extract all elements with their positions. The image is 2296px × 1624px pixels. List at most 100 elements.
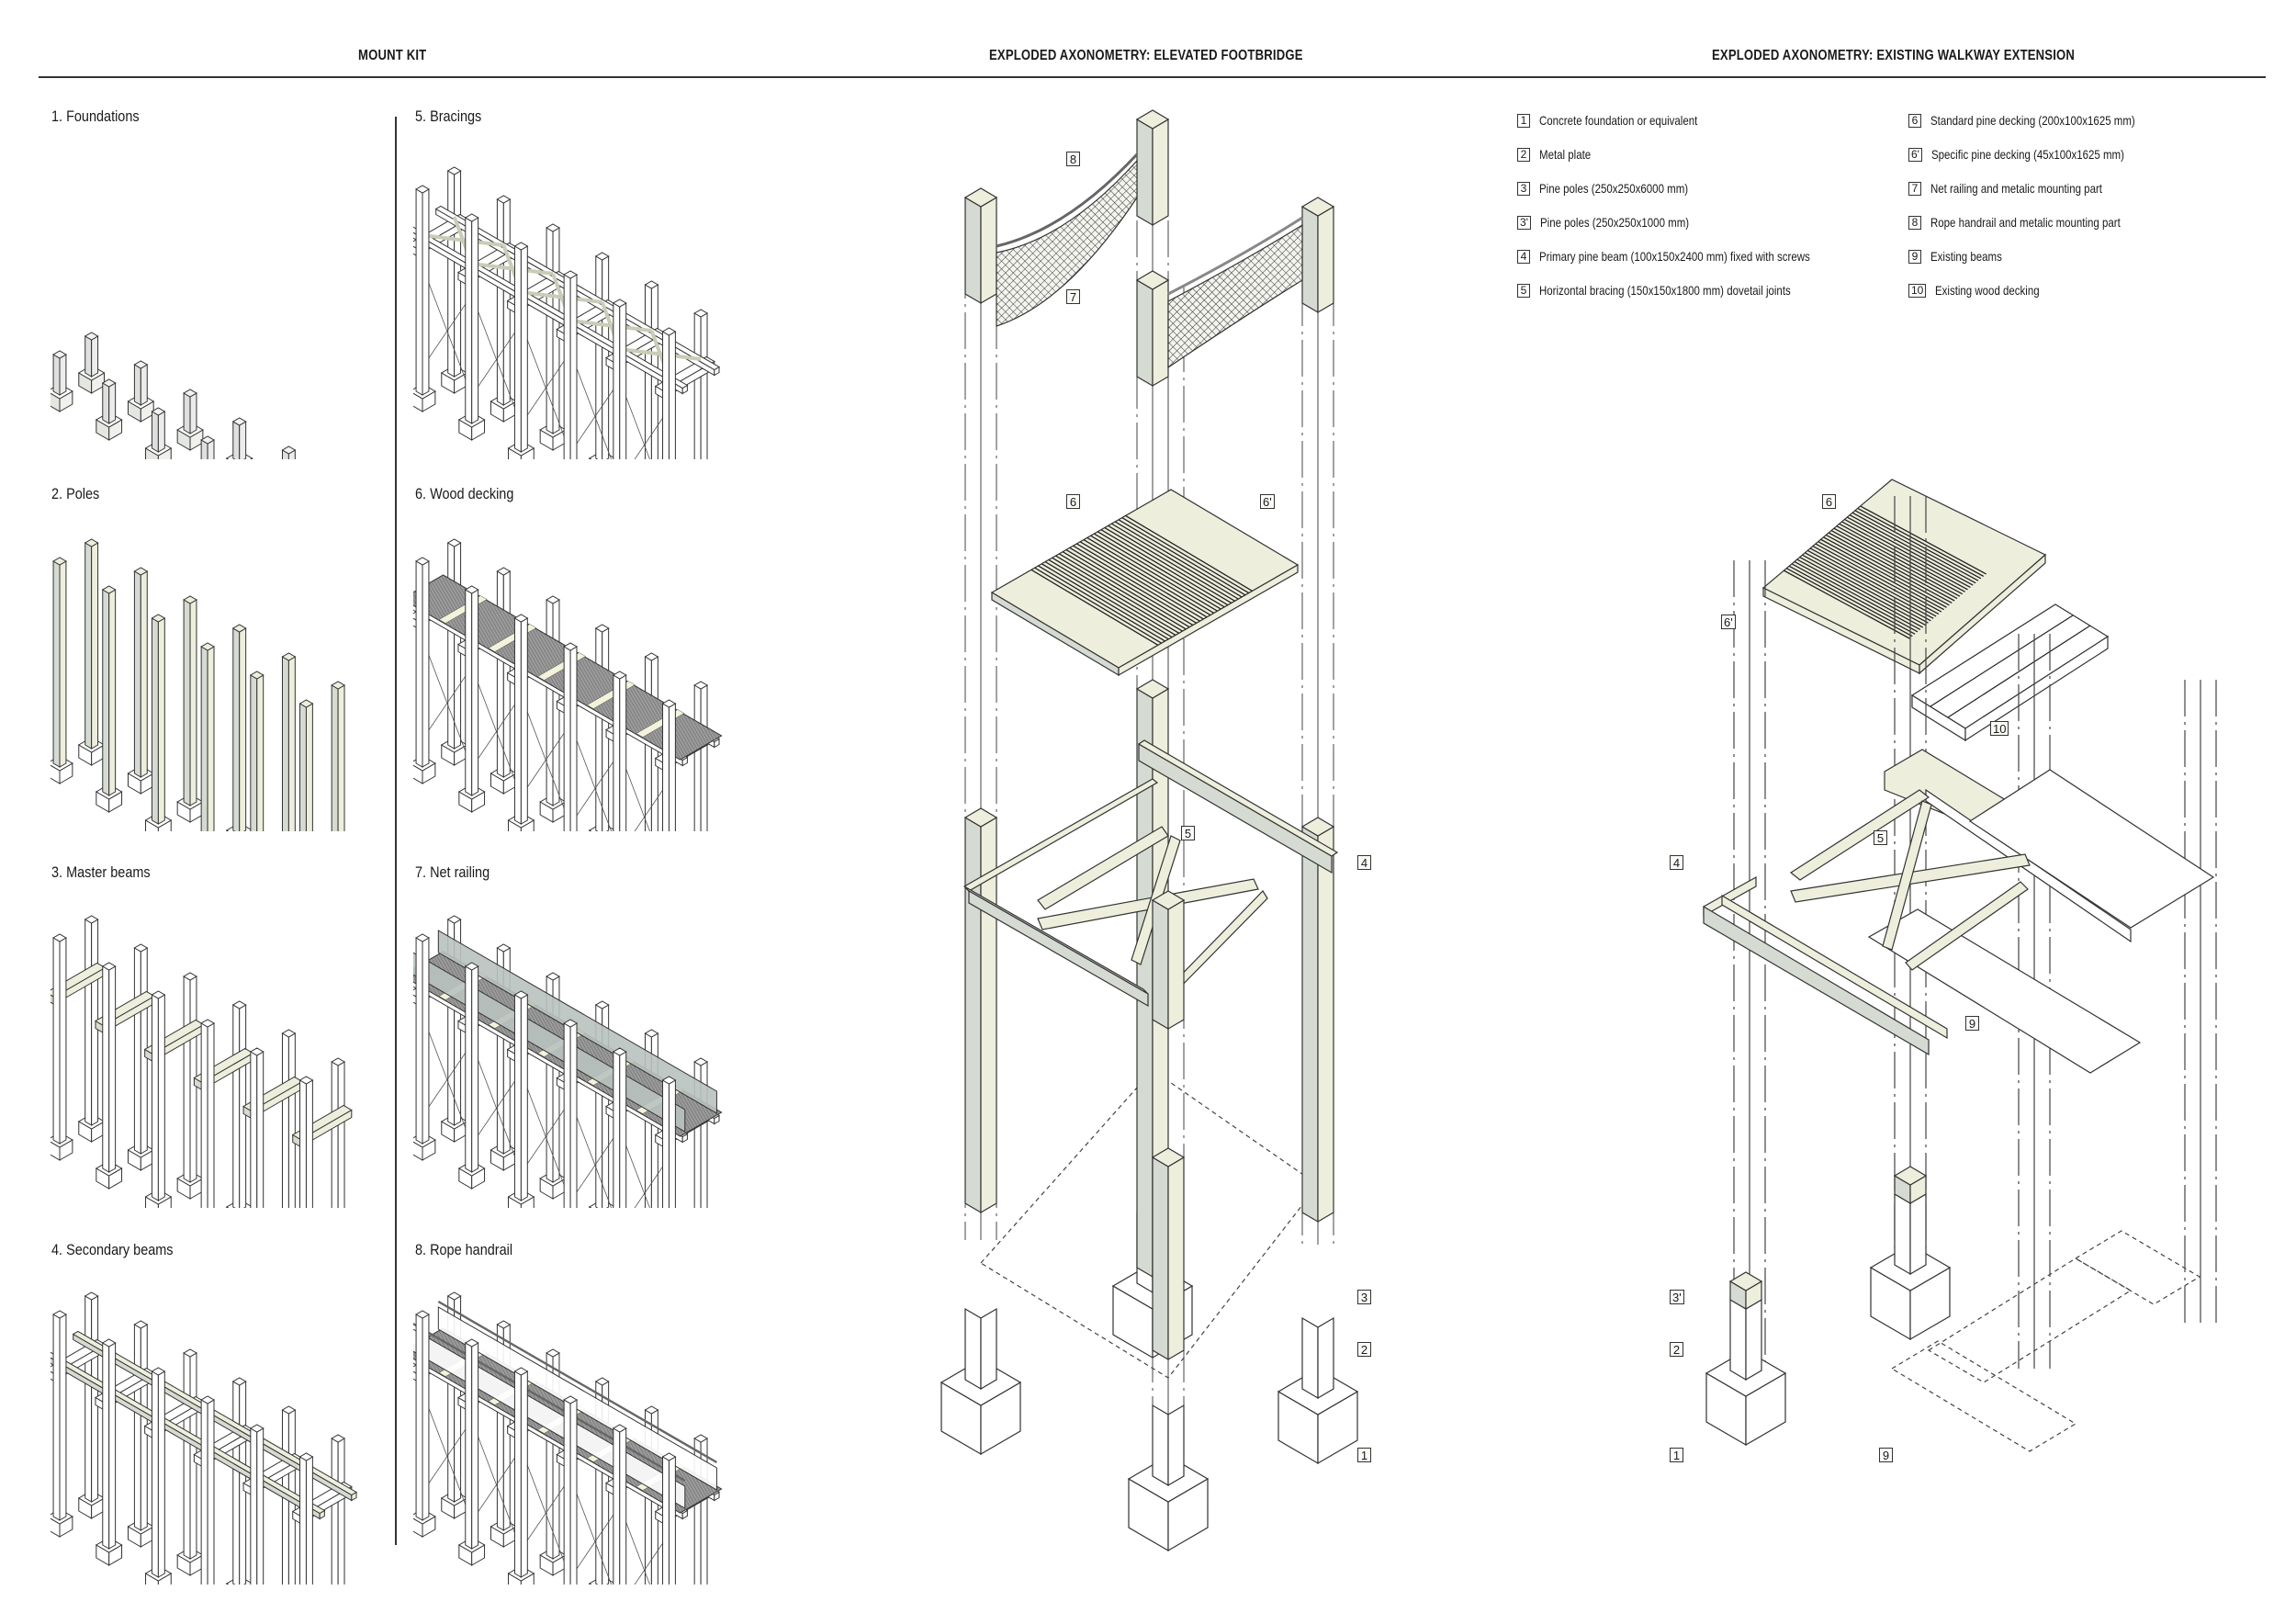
- pole: [464, 585, 479, 796]
- legend-tag: 4: [1517, 249, 1530, 264]
- walkway-decking-panel: [1761, 479, 2047, 675]
- walkway-callout-3-prime: 3': [1670, 1290, 1684, 1304]
- pole: [101, 378, 117, 424]
- column-divider: [395, 117, 397, 1545]
- decking-board-line: [1841, 521, 1968, 591]
- legend-tag: 3': [1517, 215, 1531, 230]
- decking-board-line: [1038, 565, 1165, 642]
- decking-board-line: [1090, 535, 1218, 612]
- decking-board-line: [1030, 569, 1159, 646]
- cable-bracing: [471, 694, 522, 769]
- decking-board-line: [1118, 519, 1246, 596]
- decking-board-line: [1799, 557, 1926, 626]
- pole: [52, 1310, 67, 1521]
- walkway-callout-5: 5: [1874, 830, 1887, 845]
- pole: [249, 1424, 264, 1585]
- decking-board-line: [1836, 525, 1964, 595]
- decking-board-line: [1104, 526, 1232, 604]
- legend-tag: 3: [1517, 181, 1530, 196]
- pole-right: [1300, 817, 1335, 1224]
- step-drawing-rope-handrail: [413, 1254, 762, 1585]
- pole: [231, 1000, 247, 1208]
- legend-text: Standard pine decking (200x100x1625 mm): [1930, 113, 2135, 128]
- cable-bracing: [569, 379, 621, 454]
- walkway-callout-10: 10: [1990, 721, 2009, 736]
- cable-bracing: [634, 1533, 670, 1585]
- pole: [231, 417, 247, 459]
- walkway-axonometry: [1703, 479, 2217, 1452]
- decking-board-line: [1069, 547, 1198, 624]
- pole: [52, 557, 67, 768]
- board-joint: [1947, 625, 2091, 718]
- rope-handrail: [413, 1322, 686, 1483]
- decking-board-line: [1860, 505, 1986, 575]
- pole: [281, 445, 297, 459]
- rope-handrail-front: [1167, 216, 1303, 296]
- pole: [101, 962, 117, 1173]
- pole: [563, 1019, 579, 1208]
- pole: [661, 699, 677, 831]
- pole: [249, 671, 264, 831]
- step-title-master-beams: 3. Master beams: [51, 863, 151, 881]
- decking-board-line: [1097, 531, 1225, 608]
- pole: [298, 699, 314, 831]
- kit-assembly: [413, 915, 723, 1208]
- legend-tag: 8: [1908, 215, 1921, 230]
- legend-tag: 10: [1908, 283, 1927, 298]
- decking-board-line: [1815, 543, 1942, 613]
- pole: [661, 1452, 677, 1585]
- pole-left: [963, 807, 998, 1214]
- cable-bracing: [569, 1128, 621, 1202]
- cable-bracing: [521, 723, 571, 797]
- pole: [415, 1310, 430, 1521]
- pole: [661, 1076, 677, 1208]
- decking-board-line: [1111, 523, 1239, 600]
- upper-post-left: [963, 187, 998, 305]
- decking-board-line: [1100, 529, 1229, 606]
- legend-text: Existing beams: [1930, 249, 2002, 264]
- pole: [331, 1057, 346, 1208]
- kit-assembly: [413, 166, 721, 459]
- pole: [101, 585, 117, 796]
- pole: [331, 1434, 346, 1585]
- decking-board-line: [1079, 541, 1208, 618]
- legend-text: Pine poles (250x250x1000 mm): [1539, 215, 1690, 230]
- cable-bracing: [634, 408, 670, 459]
- pole: [84, 538, 99, 750]
- pole: [594, 252, 610, 459]
- header-rule: [39, 76, 2266, 78]
- pole: [183, 389, 197, 434]
- decking-board-line: [1083, 539, 1211, 616]
- walkway-bracing: [1789, 789, 2031, 971]
- callout-6: 6: [1066, 494, 1080, 509]
- pole: [281, 1029, 297, 1208]
- legend-text: Concrete foundation or equivalent: [1539, 113, 1698, 128]
- cable-bracing: [422, 294, 473, 368]
- primary-beams: [963, 739, 1339, 1008]
- step-drawing-poles: [51, 501, 400, 831]
- pole: [151, 407, 166, 453]
- pole: [231, 1377, 247, 1585]
- callout-8: 8: [1066, 152, 1080, 166]
- decking-board-line: [1794, 560, 1921, 631]
- pole: [298, 1076, 314, 1208]
- decking-board-line: [1076, 543, 1204, 620]
- pole: [200, 1019, 216, 1208]
- pole: [101, 1338, 117, 1550]
- pole: [151, 990, 166, 1201]
- decking-board-line: [1785, 568, 1913, 637]
- pole: [52, 933, 67, 1145]
- decking-board-line: [1048, 558, 1176, 636]
- decking-board-line: [1065, 548, 1194, 626]
- decking-board-line: [1788, 565, 1916, 635]
- pole: [298, 1452, 314, 1585]
- decking-panel: [990, 489, 1300, 677]
- walkway-callout-6: 6: [1822, 494, 1836, 509]
- cable-bracing: [521, 351, 571, 425]
- pole: [200, 1395, 216, 1585]
- decking-board-line: [1121, 517, 1250, 594]
- cable-bracing: [569, 1505, 621, 1579]
